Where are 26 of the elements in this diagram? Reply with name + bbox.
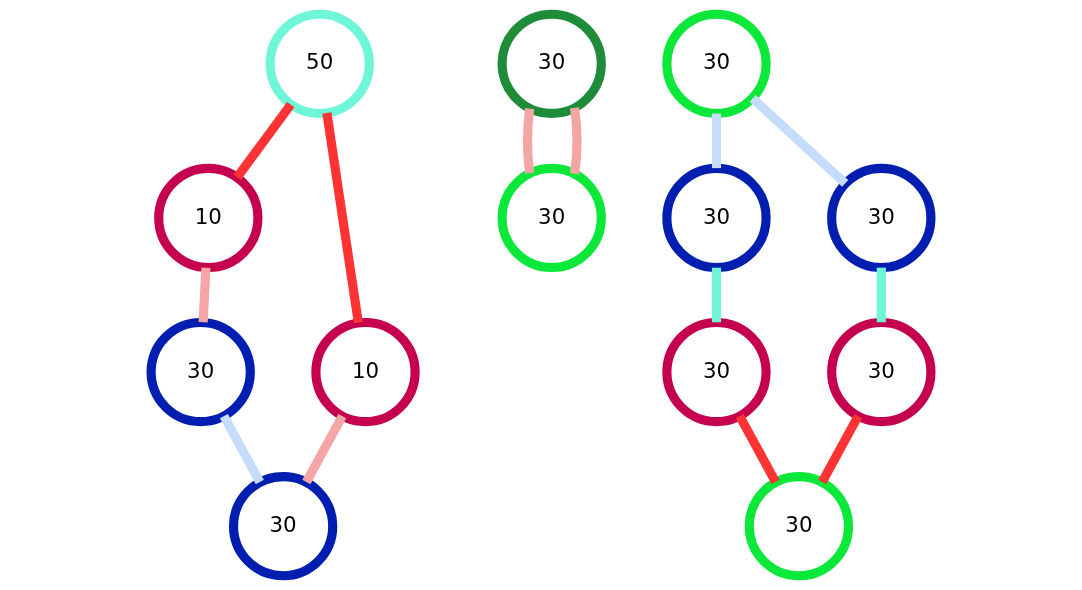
connector — [302, 413, 347, 485]
connector — [711, 267, 722, 323]
node-circle: 30 — [827, 317, 936, 427]
node-circle: 30 — [146, 317, 255, 427]
node-circle: 30 — [228, 472, 338, 581]
node-circle: 30 — [497, 9, 606, 118]
node-circle: 30 — [827, 163, 936, 273]
connector — [876, 267, 886, 323]
connector — [735, 413, 780, 485]
connector — [233, 101, 295, 181]
connector — [219, 413, 264, 485]
connector — [322, 112, 363, 324]
node-circle: 30 — [662, 163, 771, 273]
node-circle: 50 — [265, 9, 374, 118]
connector — [523, 108, 535, 174]
node-circle: 10 — [311, 317, 420, 427]
connector — [570, 107, 582, 175]
connector — [198, 267, 211, 323]
connector — [818, 413, 863, 485]
node-circle: 30 — [744, 472, 854, 581]
connector — [749, 95, 849, 187]
connector — [711, 113, 722, 169]
node-circle: 10 — [154, 163, 263, 273]
node-circle: 30 — [497, 163, 606, 273]
node-circle: 30 — [662, 317, 771, 427]
node-circle: 30 — [662, 9, 771, 118]
